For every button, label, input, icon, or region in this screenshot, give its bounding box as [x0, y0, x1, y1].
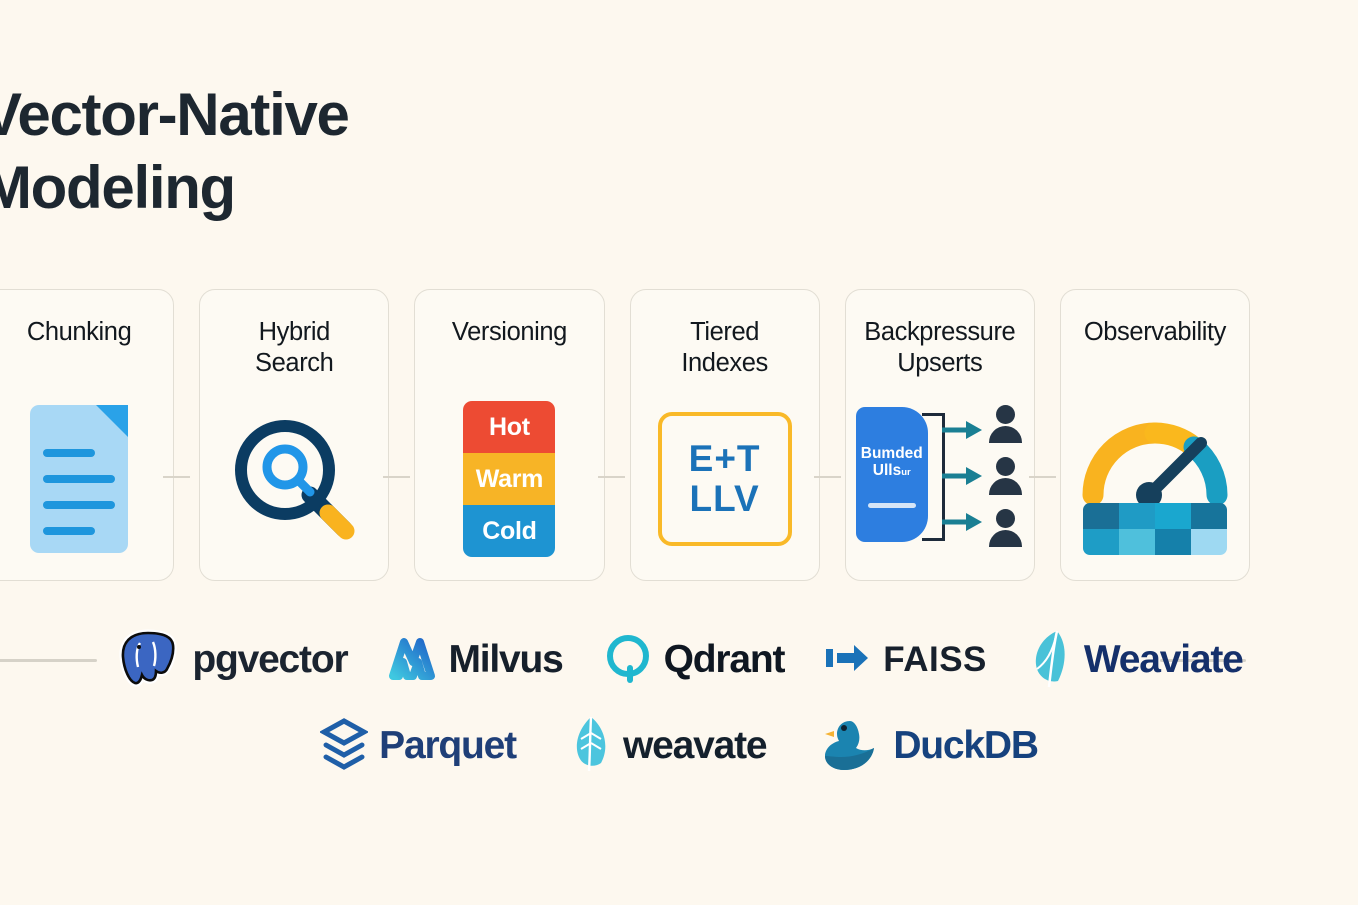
card-connector-1 [163, 476, 190, 478]
duck-icon [820, 715, 882, 778]
card-hybrid-search[interactable]: Hybrid Search [199, 289, 390, 581]
logo-label: Parquet [379, 724, 517, 767]
logo-milvus[interactable]: Milvus [387, 632, 564, 689]
feature-card-strip: Chunking Hybrid Search Versioning [0, 289, 1251, 581]
card-observability[interactable]: Observability [1059, 289, 1251, 581]
consumer-3 [988, 509, 1022, 549]
magnifier-icon [200, 394, 388, 564]
heatmap-grid [1082, 503, 1227, 555]
parquet-chevron-icon [318, 717, 370, 776]
card-title: Chunking [26, 318, 132, 346]
index-line-2: LLV [689, 478, 760, 519]
logo-label: Qdrant [663, 638, 786, 681]
logo-weavate[interactable]: weavate [570, 715, 768, 778]
tier-stack-icon: Hot Warm Cold [415, 394, 603, 564]
card-versioning[interactable]: Versioning Hot Warm Cold [414, 289, 605, 581]
postgres-elephant-icon [115, 627, 181, 694]
queue-label-top: Bumded [860, 445, 923, 462]
divider-right [1160, 659, 1246, 662]
logo-qdrant[interactable]: Qdrant [603, 632, 785, 689]
logo-pgvector[interactable]: pgvector [115, 627, 349, 694]
logo-faiss[interactable]: FAISS [824, 639, 987, 682]
card-connector-5 [1029, 476, 1056, 478]
logo-parquet[interactable]: Parquet [318, 717, 517, 776]
tier-cold: Cold [463, 505, 556, 557]
consumer-1 [988, 405, 1022, 445]
card-title: Tiered Indexes [681, 318, 768, 378]
divider-left [0, 659, 97, 662]
logo-duckdb[interactable]: DuckDB [820, 715, 1039, 778]
logo-row-secondary: Parquet weavate DuckDB [0, 708, 1358, 784]
document-icon [0, 394, 173, 564]
logo-weaviate[interactable]: Weaviate [1027, 627, 1244, 694]
card-connector-2 [383, 476, 410, 478]
qdrant-q-icon [603, 632, 653, 689]
logo-label: pgvector [192, 638, 348, 681]
tier-hot: Hot [463, 401, 556, 453]
card-title: Backpressure Upserts [864, 318, 1016, 378]
card-title: Observability [1083, 318, 1227, 346]
faiss-arrow-icon [824, 639, 872, 682]
logo-label: Milvus [448, 638, 563, 681]
card-connector-3 [598, 476, 625, 478]
card-title: Hybrid Search [255, 318, 334, 378]
queue-label-bottom: Ulls [872, 462, 902, 480]
gauge-icon [1061, 394, 1249, 564]
logo-label: FAISS [883, 640, 987, 679]
card-chunking[interactable]: Chunking [0, 289, 175, 581]
tier-warm: Warm [463, 453, 556, 505]
logo-label: DuckDB [893, 724, 1039, 767]
card-backpressure-upserts[interactable]: Backpressure Upserts Bumded Ullsur [844, 289, 1035, 581]
backpressure-icon: Bumded Ullsur [846, 394, 1034, 564]
card-tiered-indexes[interactable]: Tiered Indexes E+T LLV [629, 289, 820, 581]
weaviate-feather-icon [1027, 627, 1073, 694]
index-line-1: E+T [688, 437, 761, 479]
index-box-icon: E+T LLV [631, 394, 819, 564]
card-title: Versioning [451, 318, 567, 346]
card-connector-4 [814, 476, 841, 478]
milvus-arrow-icon [387, 632, 437, 689]
logo-label: weavate [622, 724, 768, 767]
leaf-icon [570, 715, 612, 778]
page-title: Vector-Native Modeling [0, 81, 350, 222]
queue-label-bottom-small: ur [901, 467, 911, 479]
logo-label: Weaviate [1083, 638, 1244, 681]
bounded-queue-box: Bumded Ullsur [855, 407, 928, 542]
logo-row-primary: pgvector Milvus Qdrant [0, 622, 1358, 698]
consumer-2 [988, 457, 1022, 497]
